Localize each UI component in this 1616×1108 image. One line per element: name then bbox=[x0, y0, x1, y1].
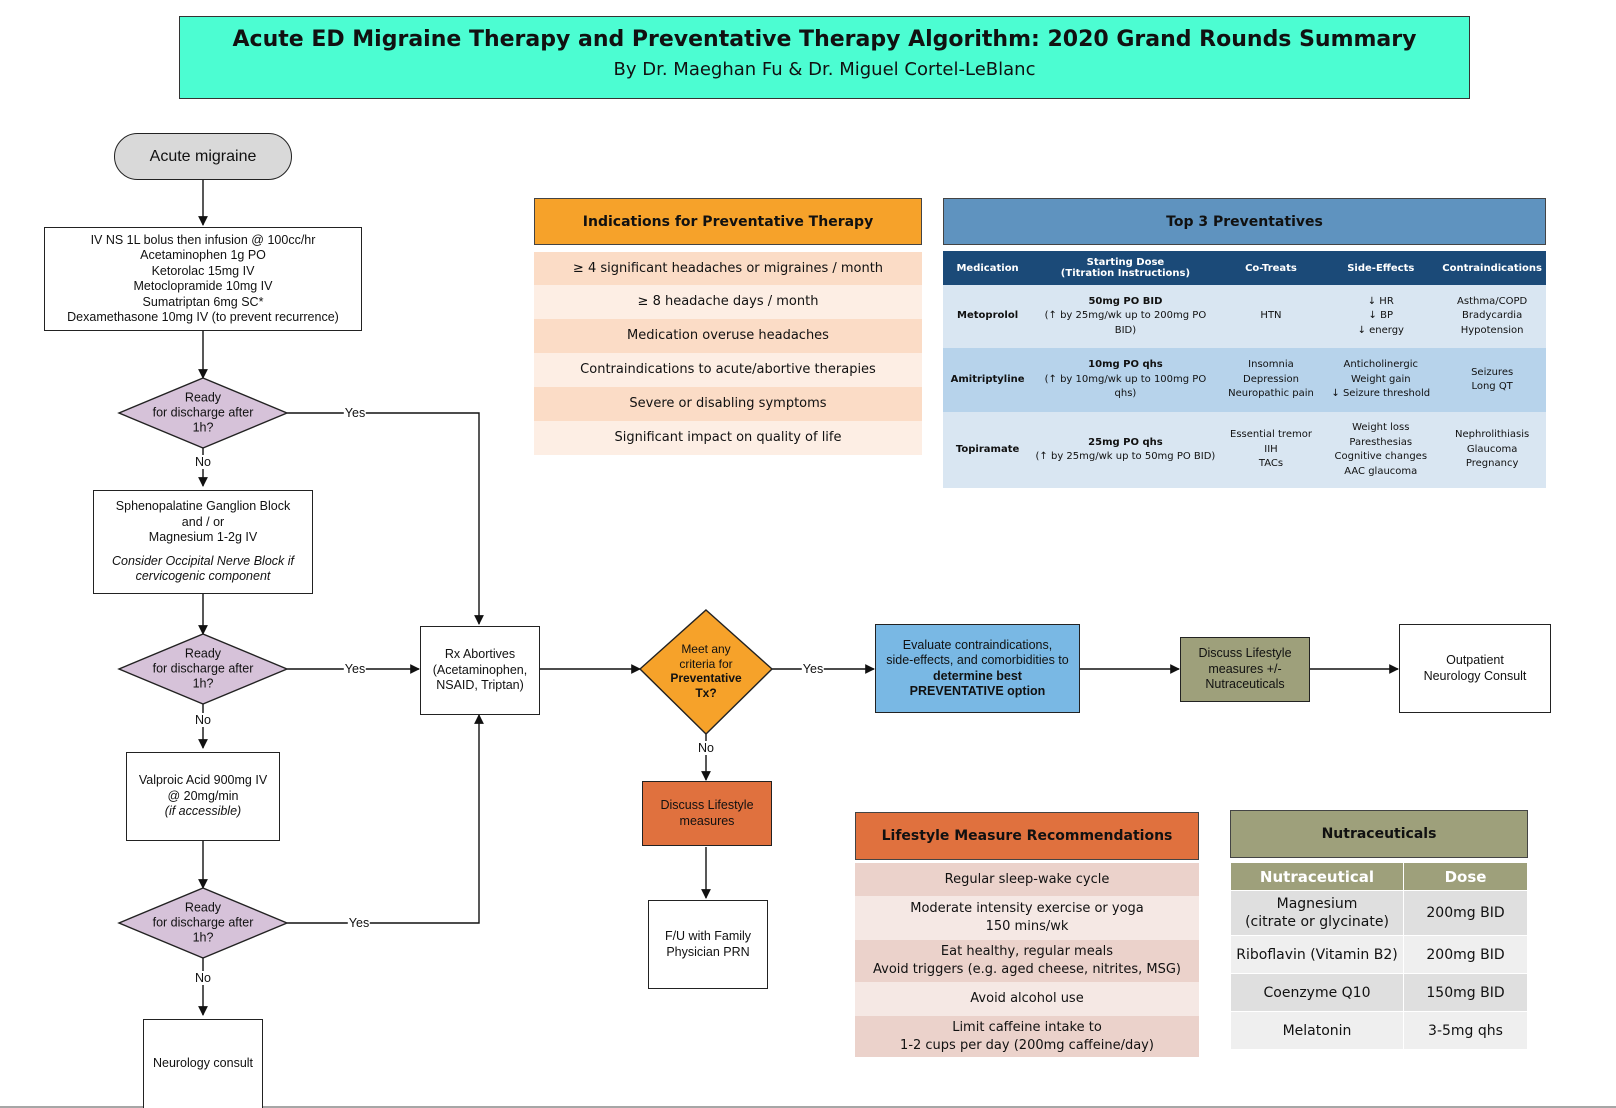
outpatient-neurology-box: Outpatient Neurology Consult bbox=[1399, 624, 1551, 713]
col-cotreats: Co-Treats bbox=[1218, 251, 1324, 285]
initial-therapy-box: IV NS 1L bolus then infusion @ 100cc/hr … bbox=[44, 227, 362, 331]
indication-row: Contraindications to acute/abortive ther… bbox=[534, 353, 922, 387]
top3-row: Amitriptyline 10mg PO qhs(↑ by 10mg/wk u… bbox=[943, 348, 1546, 412]
third-line-box: Valproic Acid 900mg IV @ 20mg/min (if ac… bbox=[126, 752, 280, 841]
decision-shape-1 bbox=[117, 377, 289, 449]
yes-label-1: Yes bbox=[343, 406, 367, 420]
rx-abortives-box: Rx Abortives (Acetaminophen, NSAID, Trip… bbox=[420, 626, 540, 715]
lifestyle-row: Regular sleep-wake cycle bbox=[855, 863, 1199, 896]
top3-table: Medication Starting Dose (Titration Inst… bbox=[943, 251, 1546, 488]
lifestyle-header: Lifestyle Measure Recommendations bbox=[855, 812, 1199, 860]
indication-row: Severe or disabling symptoms bbox=[534, 387, 922, 421]
start-terminal: Acute migraine bbox=[114, 133, 292, 180]
col-medication: Medication bbox=[943, 251, 1033, 285]
decision-shape-3 bbox=[117, 887, 289, 959]
col-nutraceutical: Nutraceutical bbox=[1230, 862, 1404, 891]
nutraceutical-row: Riboflavin (Vitamin B2) 200mg BID bbox=[1230, 935, 1528, 974]
top3-column-headers: Medication Starting Dose (Titration Inst… bbox=[943, 251, 1546, 285]
preventative-decision-label: Meet any criteria for Preventative Tx? bbox=[670, 642, 742, 700]
indication-row: ≥ 8 headache days / month bbox=[534, 285, 922, 319]
col-starting-dose: Starting Dose (Titration Instructions) bbox=[1032, 251, 1219, 285]
indication-row: ≥ 4 significant headaches or migraines /… bbox=[534, 252, 922, 285]
decision-label-2: Ready for discharge after 1h? bbox=[152, 646, 254, 691]
second-line-note: cervicogenic component bbox=[135, 569, 271, 584]
no-label-preventative: No bbox=[697, 741, 715, 755]
decision-shape-2 bbox=[117, 633, 289, 705]
yes-label-3: Yes bbox=[347, 916, 371, 930]
no-label-3: No bbox=[194, 971, 212, 985]
neurology-consult-box: Neurology consult bbox=[143, 1019, 263, 1108]
therapy-line: IV NS 1L bolus then infusion @ 100cc/hr bbox=[90, 232, 316, 247]
col-dose: Dose bbox=[1403, 862, 1528, 891]
third-line-note: (if accessible) bbox=[164, 804, 242, 819]
nutraceutical-row: Magnesium(citrate or glycinate) 200mg BI… bbox=[1230, 890, 1528, 936]
therapy-line: Metoclopramide 10mg IV bbox=[133, 279, 273, 293]
nutraceutical-row: Coenzyme Q10 150mg BID bbox=[1230, 973, 1528, 1012]
col-side-effects: Side-Effects bbox=[1323, 251, 1439, 285]
edge-decision1-yes bbox=[287, 412, 484, 625]
no-label-1: No bbox=[194, 455, 212, 469]
yes-label-2: Yes bbox=[343, 662, 367, 676]
decision-label-1: Ready for discharge after 1h? bbox=[152, 390, 254, 435]
top3-row: Topiramate 25mg PO qhs(↑ by 25mg/wk up t… bbox=[943, 412, 1546, 488]
nutraceutical-row: Melatonin 3-5mg qhs bbox=[1230, 1011, 1528, 1050]
indication-row: Medication overuse headaches bbox=[534, 319, 922, 353]
edge-decision3-yes bbox=[287, 714, 484, 924]
title-banner: Acute ED Migraine Therapy and Preventati… bbox=[179, 16, 1470, 99]
top3-header: Top 3 Preventatives bbox=[943, 198, 1546, 245]
therapy-line: Dexamethasone 10mg IV (to prevent recurr… bbox=[67, 310, 339, 324]
nutraceuticals-header: Nutraceuticals bbox=[1230, 810, 1528, 858]
fu-family-physician-box: F/U with Family Physician PRN bbox=[648, 900, 768, 989]
therapy-line: Sumatriptan 6mg SC* bbox=[142, 294, 264, 309]
second-line-box: Sphenopalatine Ganglion Block and / or M… bbox=[93, 490, 313, 594]
start-label: Acute migraine bbox=[149, 147, 257, 165]
decision-label-3: Ready for discharge after 1h? bbox=[152, 900, 254, 945]
indications-header: Indications for Preventative Therapy bbox=[534, 198, 922, 245]
second-line-note: Consider Occipital Nerve Block if bbox=[111, 553, 294, 568]
indication-row: Significant impact on quality of life bbox=[534, 421, 922, 455]
nutraceuticals-table: Nutraceutical Dose Magnesium(citrate or … bbox=[1230, 862, 1528, 1050]
page-subtitle: By Dr. Maeghan Fu & Dr. Miguel Cortel-Le… bbox=[613, 59, 1036, 80]
col-contraindications: Contraindications bbox=[1438, 251, 1546, 285]
yes-label-preventative: Yes bbox=[801, 662, 825, 676]
evaluate-box: Evaluate contraindications, side-effects… bbox=[875, 624, 1080, 713]
no-label-2: No bbox=[194, 713, 212, 727]
therapy-line: Acetaminophen 1g PO bbox=[140, 248, 266, 262]
lifestyle-row: Avoid alcohol use bbox=[855, 982, 1199, 1016]
decision-shape-preventative bbox=[638, 609, 774, 735]
discuss-lifestyle-box: Discuss Lifestyle measures bbox=[642, 781, 772, 846]
discuss-lifestyle-nutra-box: Discuss Lifestyle measures +/- Nutraceut… bbox=[1180, 637, 1310, 702]
page-title: Acute ED Migraine Therapy and Preventati… bbox=[232, 27, 1417, 52]
therapy-line: Ketorolac 15mg IV bbox=[151, 263, 255, 278]
top3-row: Metoprolol 50mg PO BID(↑ by 25mg/wk up t… bbox=[943, 285, 1546, 348]
